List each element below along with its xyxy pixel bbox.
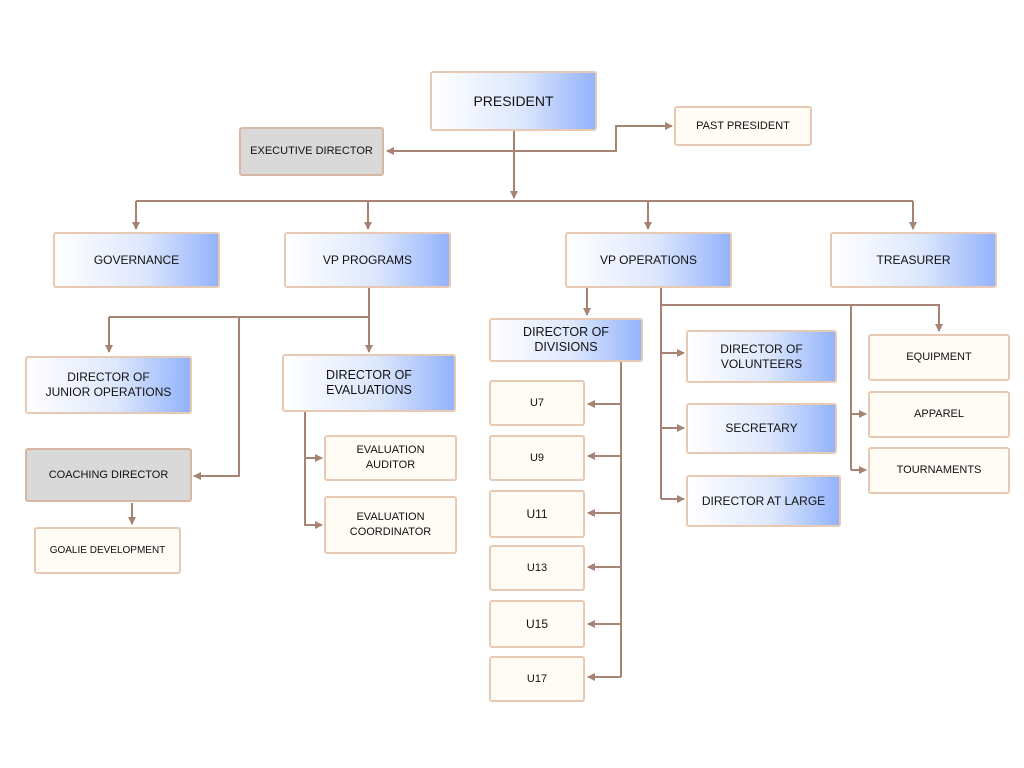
- node-u15: U15: [489, 600, 585, 648]
- connector-coaching-director: [193, 317, 240, 480]
- node-evaluation-auditor: EVALUATION AUDITOR: [324, 435, 457, 481]
- node-coaching-director: COACHING DIRECTOR: [25, 448, 192, 502]
- node-executive-director: EXECUTIVE DIRECTOR: [239, 127, 384, 176]
- node-u7: U7: [489, 380, 585, 426]
- node-u17: U17: [489, 656, 585, 702]
- node-director-at-large: DIRECTOR AT LARGE: [686, 475, 841, 527]
- node-president: PRESIDENT: [430, 71, 597, 131]
- connector-past-president: [615, 122, 673, 142]
- connector-executive-director: [386, 140, 617, 155]
- node-treasurer: TREASURER: [830, 232, 997, 288]
- node-equipment: EQUIPMENT: [868, 334, 1010, 381]
- node-director-volunteers: DIRECTOR OF VOLUNTEERS: [686, 330, 837, 383]
- node-past-president: PAST PRESIDENT: [674, 106, 812, 146]
- connector-evaluation-auditor: [304, 411, 323, 462]
- node-apparel: APPAREL: [868, 391, 1010, 438]
- node-u13: U13: [489, 545, 585, 591]
- node-u11: U11: [489, 490, 585, 538]
- node-u9: U9: [489, 435, 585, 481]
- node-evaluation-coordinator: EVALUATION COORDINATOR: [324, 496, 457, 554]
- node-director-evaluations: DIRECTOR OF EVALUATIONS: [282, 354, 456, 412]
- connector-evaluation-coordinator: [304, 458, 323, 529]
- node-director-junior-operations: DIRECTOR OF JUNIOR OPERATIONS: [25, 356, 192, 414]
- node-vp-programs: VP PROGRAMS: [284, 232, 451, 288]
- node-governance: GOVERNANCE: [53, 232, 220, 288]
- connector-vp-programs-bus: [109, 288, 370, 318]
- node-vp-operations: VP OPERATIONS: [565, 232, 732, 288]
- node-director-divisions: DIRECTOR OF DIVISIONS: [489, 318, 643, 362]
- node-tournaments: TOURNAMENTS: [868, 447, 1010, 494]
- node-goalie-development: GOALIE DEVELOPMENT: [34, 527, 181, 574]
- connector-operations-bus: [661, 304, 943, 332]
- node-secretary: SECRETARY: [686, 403, 837, 454]
